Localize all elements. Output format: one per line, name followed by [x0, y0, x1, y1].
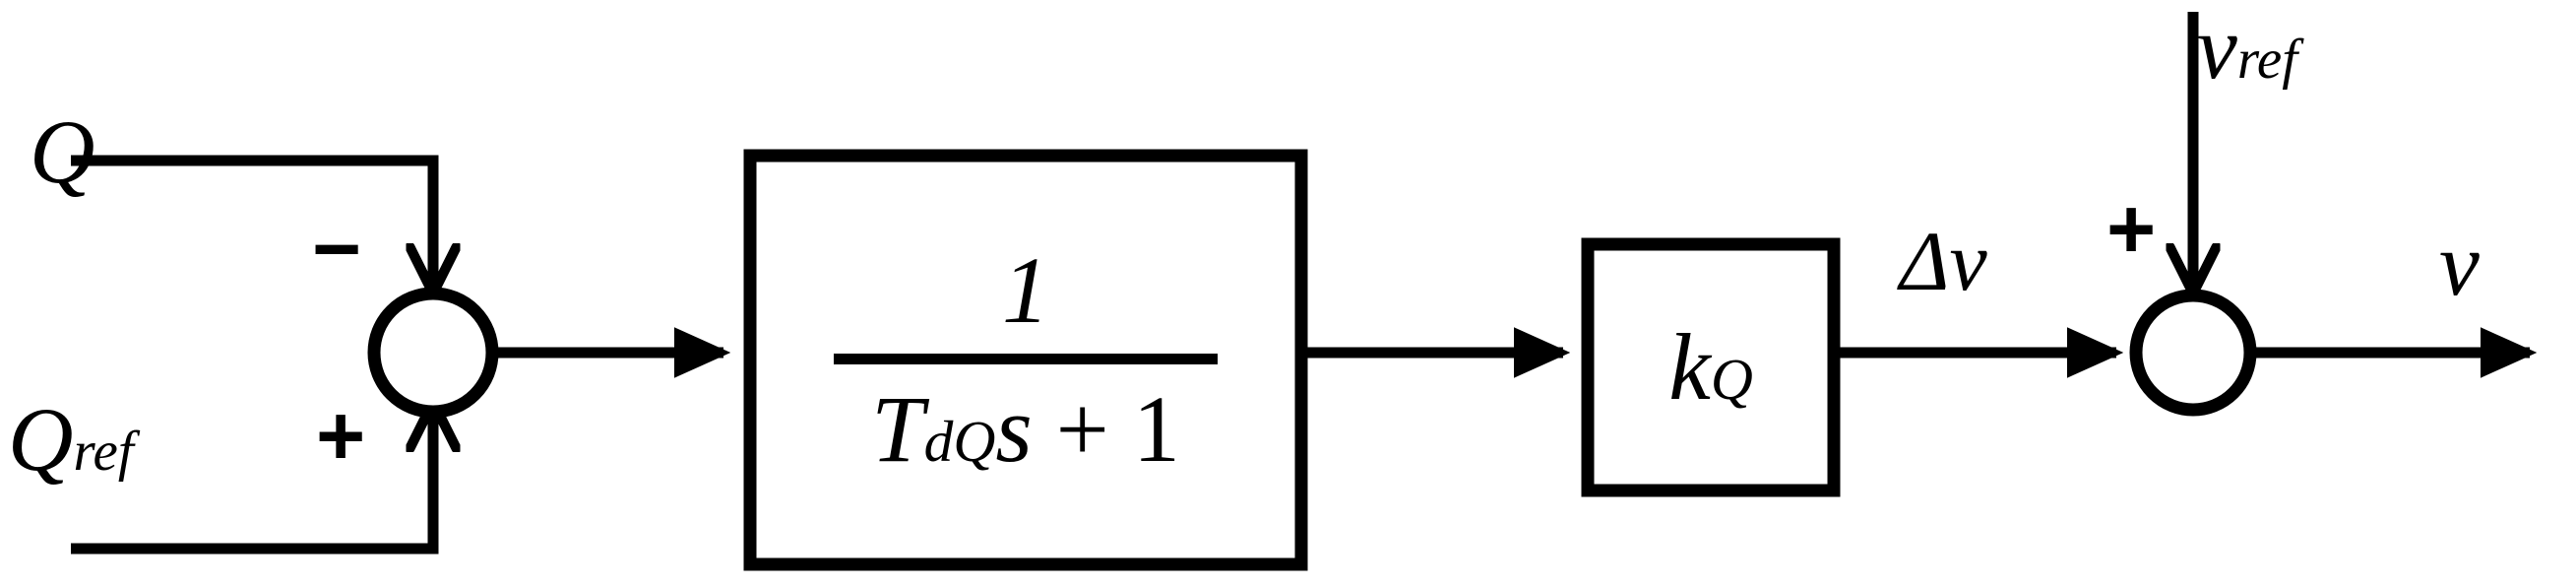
label-v-reference: vref: [2197, 0, 2298, 98]
plus-sign-vref-input: +: [2106, 182, 2157, 277]
plus-operator: +: [1055, 376, 1109, 482]
fraction-bar: [834, 354, 1218, 364]
label-v-reference-subscript: ref: [2236, 29, 2298, 91]
gain-subscript: Q: [1710, 347, 1753, 412]
label-q-reference: Qref: [8, 389, 134, 490]
label-delta-v: Δv: [1900, 214, 1987, 308]
denominator-space: [1109, 376, 1133, 482]
label-v-output: v: [2439, 214, 2480, 314]
label-q-reference-subscript: ref: [73, 421, 134, 483]
plus-sign-qref-input: +: [316, 389, 366, 484]
label-q-measured: Q: [30, 101, 95, 202]
denominator-constant: 1: [1132, 376, 1180, 482]
minus-sign-q-input: −: [312, 202, 362, 296]
time-constant-symbol: T: [871, 376, 924, 482]
gain-label: kQ: [1668, 320, 1753, 415]
q-feedback-wire: [71, 155, 439, 185]
gain-symbol: k: [1668, 314, 1711, 420]
time-constant-subscript: dQ: [923, 409, 996, 474]
gain-block: kQ: [1588, 244, 1834, 490]
left-sum-junction-circle: [367, 287, 499, 419]
denominator-plus-operator: [1033, 376, 1056, 482]
laplace-variable: s: [995, 376, 1033, 482]
right-sum-junction-circle: [2129, 289, 2257, 417]
qref-input-wire: [71, 512, 439, 555]
transfer-function-denominator: TdQs + 1: [871, 364, 1180, 477]
transfer-function-block: 1 TdQs + 1: [750, 156, 1301, 564]
transfer-function-numerator: 1: [1002, 237, 1049, 343]
gain-block-rect: [1581, 237, 1841, 497]
